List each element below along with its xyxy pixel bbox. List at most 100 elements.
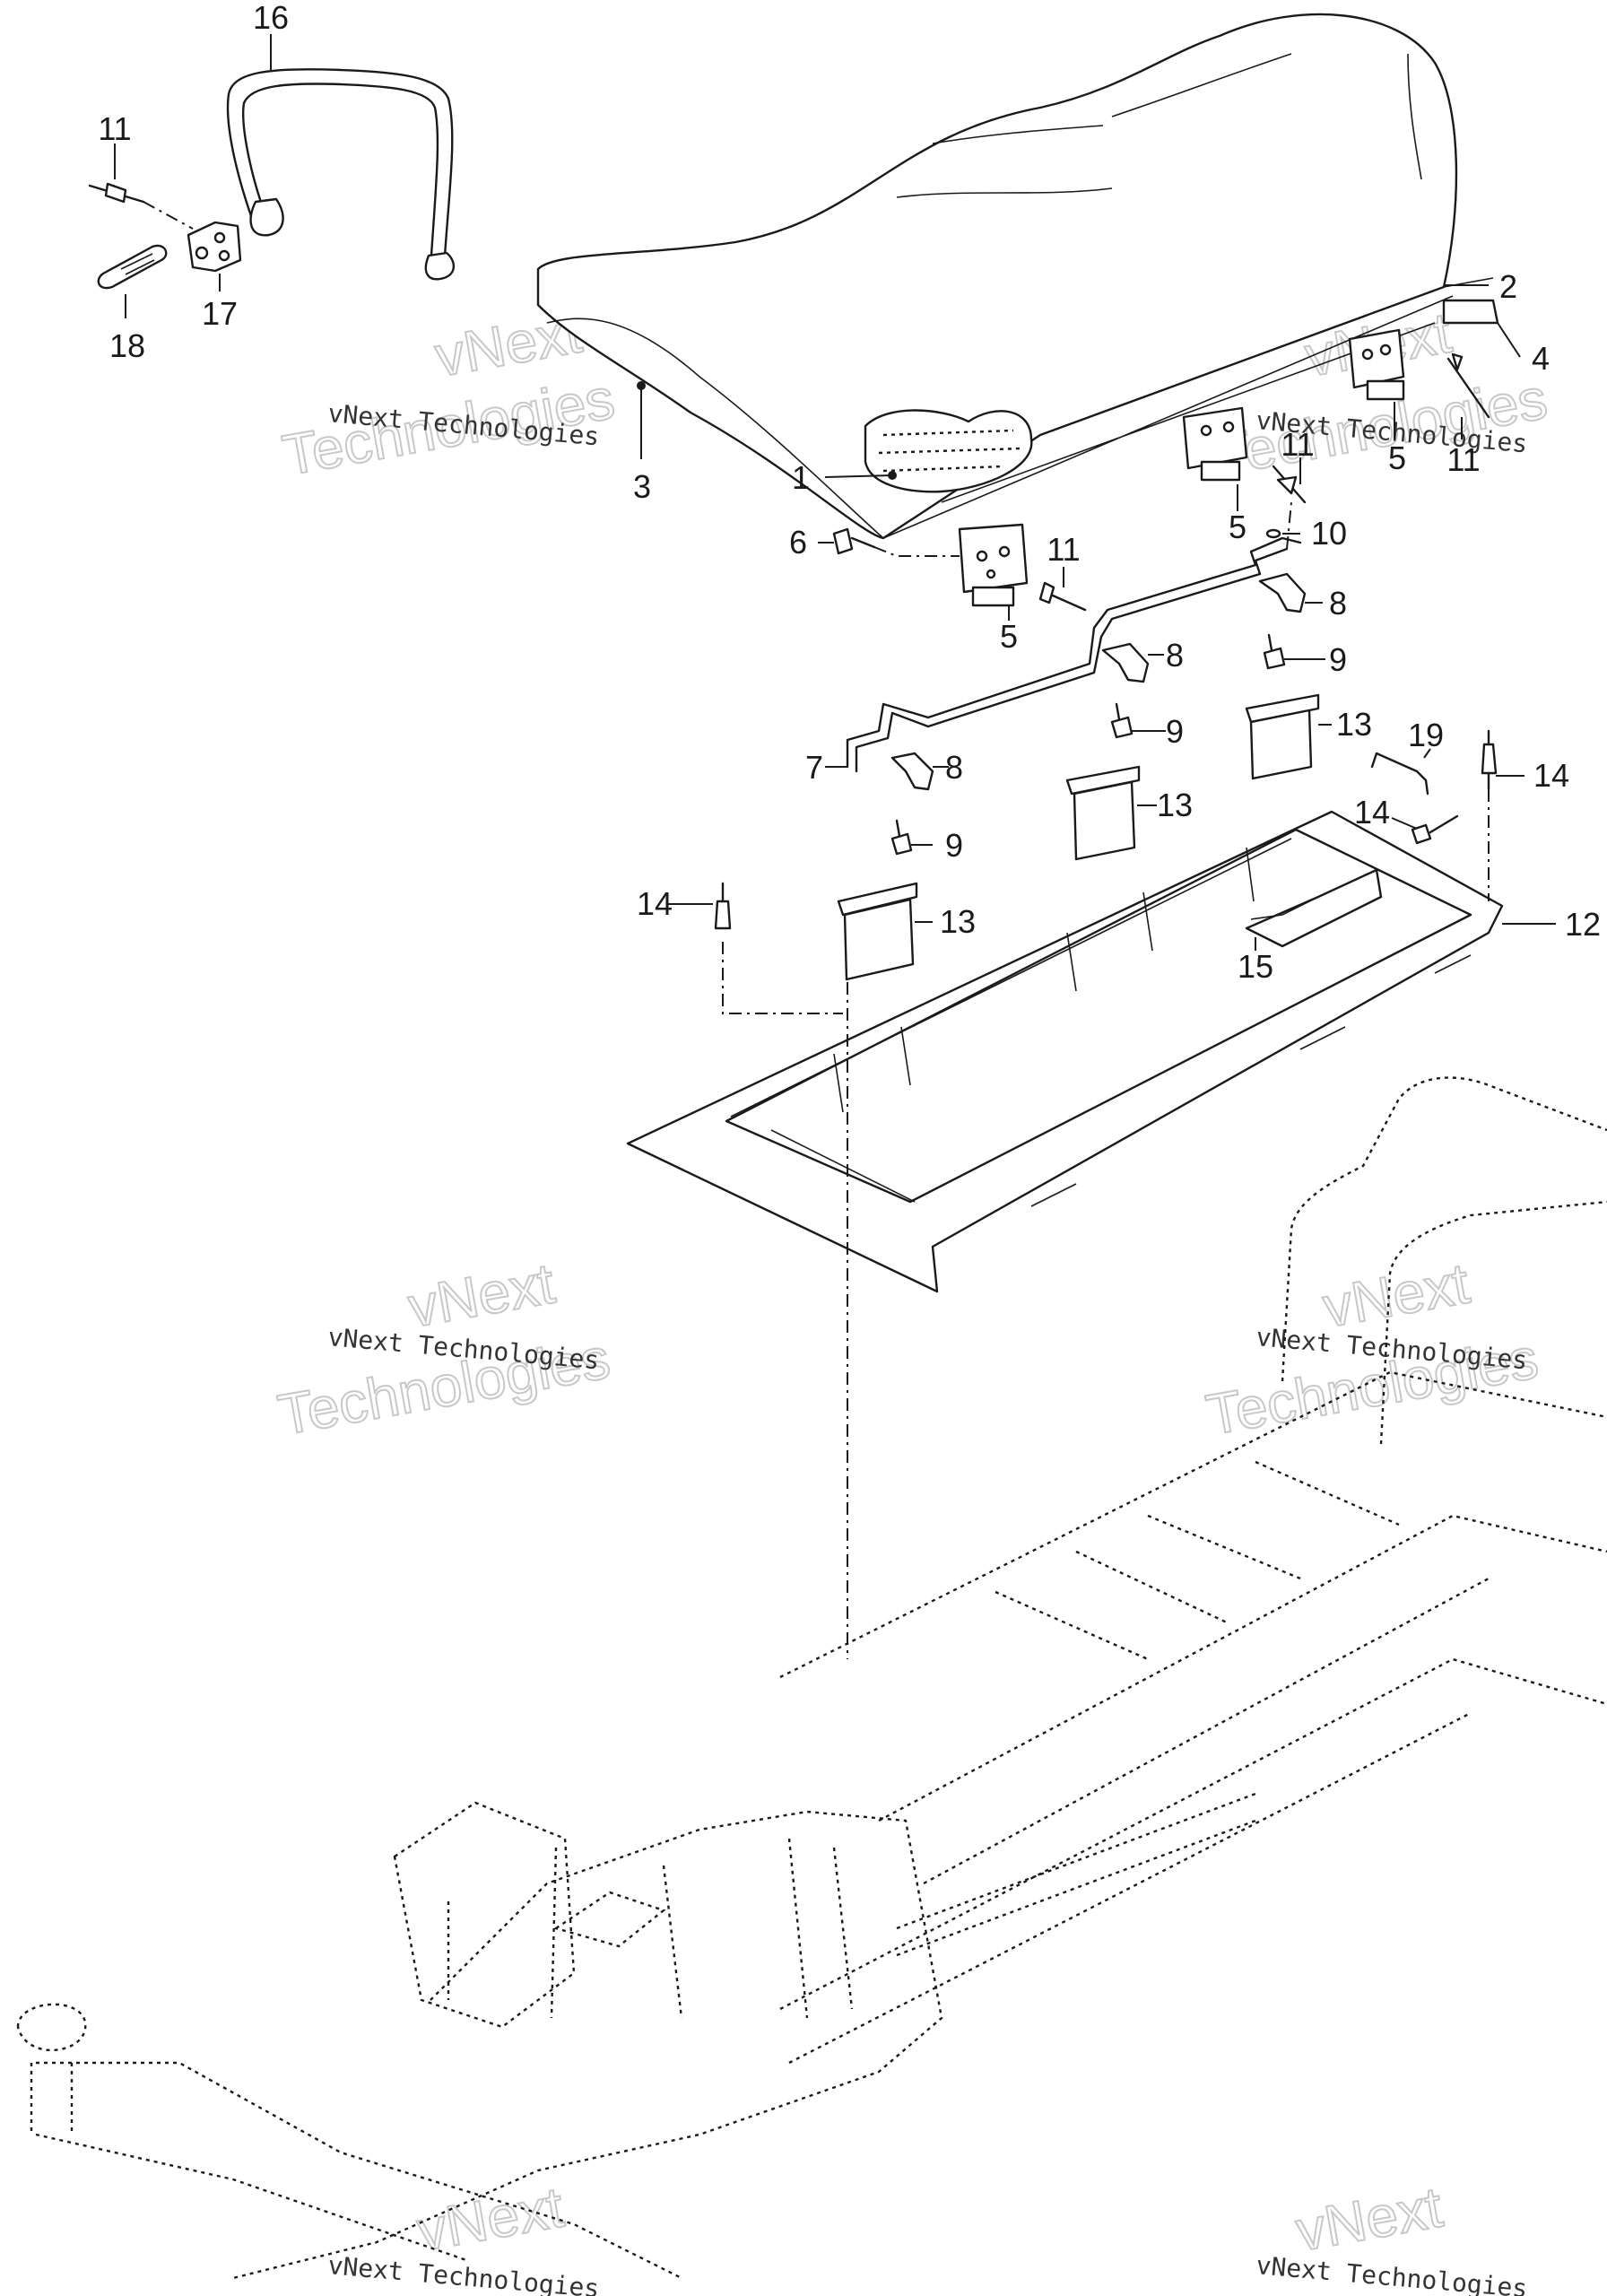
callout-14: 14 [1533, 757, 1569, 794]
seat-patch-texture [878, 429, 1023, 473]
watermark-big-line1: vNext [1318, 1250, 1474, 1339]
rod [846, 536, 1302, 769]
strap-loop-left [249, 197, 284, 237]
rivet-14-left [714, 882, 732, 930]
clip-plate-slot [120, 253, 155, 275]
callout-7: 7 [805, 749, 823, 786]
callout-2: 2 [1499, 268, 1517, 305]
clip [1101, 642, 1150, 683]
strap [226, 68, 454, 271]
frame-front-lower [35, 2061, 682, 2280]
clips [890, 572, 1307, 856]
strip [1442, 299, 1499, 325]
watermark-big-line1: vNext [1291, 2174, 1447, 2263]
assembly-line [1286, 501, 1292, 550]
seat-assembly [536, 13, 1499, 540]
assembly-line [143, 201, 194, 230]
tray-bracket-fold [1250, 896, 1319, 920]
frame-front-left [393, 1801, 576, 2029]
callout-11: 11 [98, 110, 131, 147]
strap-assembly [88, 68, 456, 290]
clip [1258, 572, 1307, 613]
watermark-big-line1: vNext [413, 2174, 569, 2263]
callout-18: 18 [109, 327, 145, 364]
latch-bracket [1065, 765, 1141, 861]
callout-13: 13 [1157, 787, 1193, 823]
callout-12: 12 [1565, 906, 1601, 943]
callout-11: 11 [1281, 426, 1314, 463]
callout-9: 9 [945, 827, 963, 864]
watermark-mid-right: vNext Technologies vNext Technologies [1201, 1249, 1543, 1448]
callouts: 16 11 17 18 2 4 3 1 6 5 5 5 11 11 11 10 … [98, 0, 1601, 985]
wire-clip [1370, 752, 1429, 796]
leader-lines [114, 34, 1556, 951]
watermark-small: vNext Technologies [1255, 2250, 1528, 2296]
frame-mount-plate [553, 1891, 666, 1948]
rivet-head [1038, 581, 1055, 604]
frame-tunnel-side [878, 1514, 1607, 1885]
hinge [1348, 328, 1405, 401]
rivet-head [104, 182, 127, 204]
callout-10: 10 [1311, 515, 1347, 552]
strap-loop-right [424, 251, 456, 281]
seat-cover-rim [546, 317, 884, 539]
washer [1265, 528, 1281, 539]
bracket-hole [218, 249, 230, 262]
tray-dividers [833, 847, 1255, 1113]
leader-14 [1391, 817, 1418, 830]
screw [890, 819, 913, 856]
frame-front-body [232, 1810, 943, 2280]
seat-upper-seam [896, 53, 1422, 198]
frame-uprights [447, 1838, 854, 2019]
callout-19: 19 [1408, 717, 1444, 753]
leader-19 [1423, 748, 1431, 759]
callout-11: 11 [1047, 531, 1080, 568]
callout-8: 8 [1329, 585, 1347, 622]
callout-15: 15 [1238, 948, 1273, 985]
callout-6: 6 [789, 524, 807, 561]
frame-rear-bumper [1281, 1076, 1607, 1445]
hinge [958, 523, 1029, 607]
latch-brackets [837, 693, 1320, 981]
latch-bracket [837, 882, 918, 981]
seat-body [536, 13, 1458, 540]
watermark-bottom-right: vNext vNext Technologies [1255, 2173, 1528, 2296]
callout-13: 13 [1336, 706, 1372, 743]
callout-9: 9 [1329, 641, 1347, 678]
callout-4: 4 [1532, 340, 1550, 377]
rivet [1446, 357, 1490, 419]
watermark-mid-left: vNext Technologies vNext Technologies [273, 1249, 615, 1448]
screw [1263, 633, 1286, 670]
bracket-hole [195, 246, 209, 260]
callout-8: 8 [1166, 637, 1184, 674]
screw [832, 527, 854, 555]
frame-spindle [16, 2003, 87, 2135]
leader-4 [1497, 322, 1521, 358]
hinges [958, 328, 1405, 607]
clip-plate [97, 244, 168, 290]
callout-14: 14 [637, 885, 673, 922]
frame-tunnel-top [779, 1370, 1607, 1679]
rivet-head [1276, 475, 1298, 495]
bracket-hole [213, 231, 226, 244]
callout-3: 3 [633, 468, 651, 505]
callout-5: 5 [1229, 509, 1247, 545]
watermark-small: vNext Technologies [326, 2250, 600, 2296]
seat-patch [864, 409, 1033, 493]
watermark-big-line1: vNext [404, 1250, 560, 1339]
callout-17: 17 [202, 295, 238, 332]
frame-crossbars [995, 1460, 1400, 1661]
leader-1 [824, 474, 893, 478]
assembly-line [873, 546, 960, 557]
callout-8: 8 [945, 749, 963, 786]
callout-1: 1 [792, 459, 810, 496]
rod-outline [855, 547, 1289, 773]
latch-bracket [1245, 693, 1320, 780]
tray-bottom-slots [1030, 954, 1472, 1207]
strap-inner [242, 83, 439, 271]
frame-holes [896, 1792, 1256, 1957]
tray-floor-line [730, 838, 1490, 1248]
storage-tray [626, 810, 1504, 1293]
screw-shank [850, 536, 876, 549]
